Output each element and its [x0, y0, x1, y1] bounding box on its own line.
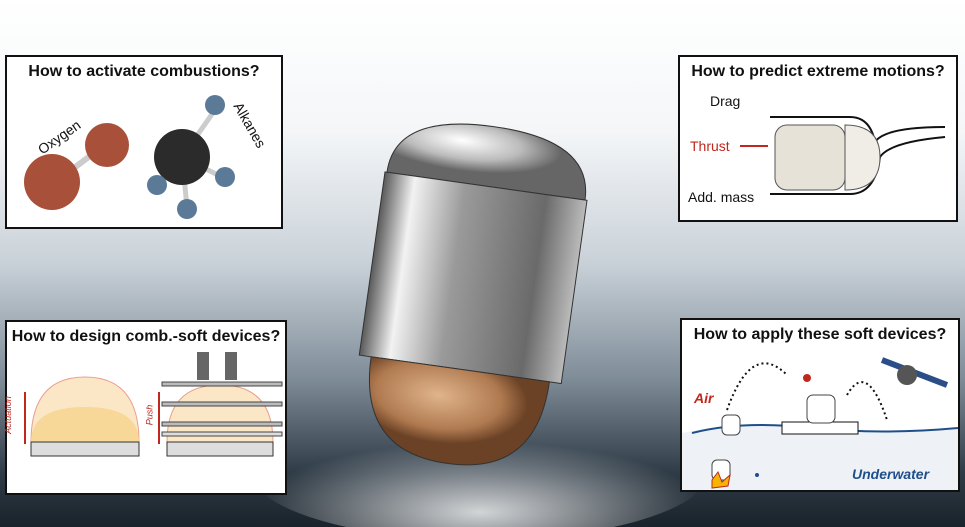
panel-title: How to predict extreme motions?: [691, 63, 945, 80]
panel-motion: How to predict extreme motions? Drag Thr…: [678, 55, 958, 222]
flow-illustration: [740, 116, 946, 195]
panel-title: How to design comb.-soft devices?: [11, 328, 281, 345]
underwater-label: Underwater: [852, 466, 930, 482]
actuation-label: Actuation: [2, 396, 13, 434]
molecule-illustration: [24, 95, 235, 219]
thrust-label: Thrust: [690, 138, 730, 154]
panel-design: How to design comb.-soft devices? Actuat…: [2, 320, 287, 495]
panel-title: How to apply these soft devices?: [693, 326, 947, 343]
application-illustration: [682, 357, 958, 490]
push-label: Push: [144, 404, 155, 426]
panel-apply: How to apply these soft devices? Air Und…: [680, 318, 960, 492]
air-label: Air: [694, 390, 714, 406]
panel-title: How to activate combustions?: [28, 63, 260, 80]
drag-label: Drag: [710, 93, 741, 109]
actuator-illustration: [24, 352, 283, 457]
panel-combustion: How to activate combustions? Oxygen Alka…: [5, 55, 283, 229]
added-mass-label: Add. mass: [688, 189, 755, 205]
